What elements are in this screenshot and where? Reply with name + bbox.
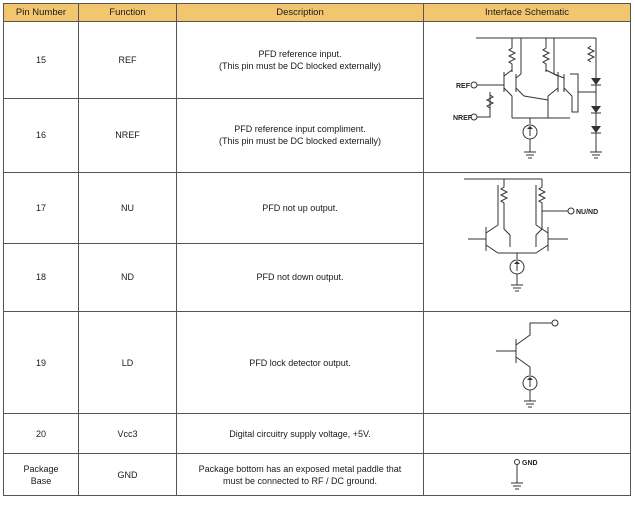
description-line: must be connected to RF / DC ground.: [222, 475, 378, 486]
description-cell: PFD reference input compliment. (This pi…: [176, 97, 424, 173]
function-cell: LD: [78, 311, 177, 414]
pin-number-cell: Package Base: [3, 453, 79, 496]
table-header-row: Pin Number Function Description Interfac…: [3, 3, 631, 22]
gnd-schematic-icon: GND: [511, 458, 538, 489]
description-line: Package bottom has an exposed metal padd…: [198, 463, 402, 474]
nu-nd-schematic-icon: NU/ND: [464, 178, 598, 292]
nref-label: NREF: [453, 115, 473, 122]
description-cell: PFD not up output.: [176, 172, 424, 244]
function-cell: ND: [78, 242, 177, 312]
description-line: PFD reference input compliment.: [234, 124, 366, 135]
function-cell: REF: [78, 21, 177, 99]
table-row: Package Base GND Package bottom has an e…: [3, 453, 631, 496]
description-line: Digital circuitry supply voltage, +5V.: [229, 428, 371, 439]
header-description: Description: [176, 3, 424, 22]
schematic-cell-nu-nd: NU/ND: [423, 172, 631, 312]
function-cell: NU: [78, 172, 177, 244]
description-cell: PFD reference input. (This pin must be D…: [176, 21, 424, 99]
function-cell: Vcc3: [78, 413, 177, 454]
schematic-cell-vcc3: [423, 413, 631, 454]
pin-number-cell: 15: [3, 21, 79, 99]
ld-schematic-icon: [496, 319, 559, 407]
description-cell: PFD lock detector output.: [176, 311, 424, 414]
schematic-cell-ld: [423, 311, 631, 414]
schematic-cell-ref-nref: REF NREF: [423, 21, 631, 173]
ref-label: REF: [456, 83, 471, 90]
description-line: (This pin must be DC blocked externally): [218, 136, 382, 147]
table-row: 15 REF PFD reference input. (This pin mu…: [3, 21, 631, 173]
description-line: PFD reference input.: [258, 48, 342, 59]
header-pin-number: Pin Number: [3, 3, 79, 22]
ref-nref-schematic-icon: REF NREF: [453, 37, 602, 159]
table-row: 17 NU PFD not up output. NU/ND: [3, 172, 631, 312]
description-line: PFD not up output.: [262, 202, 338, 213]
description-line: (This pin must be DC blocked externally): [218, 60, 382, 71]
description-cell: Digital circuitry supply voltage, +5V.: [176, 413, 424, 454]
table-row: 18 ND PFD not down output.: [3, 242, 631, 312]
header-interface-schematic: Interface Schematic: [423, 3, 631, 22]
function-cell: NREF: [78, 97, 177, 173]
table-row: 16 NREF PFD reference input compliment. …: [3, 97, 631, 173]
schematic-cell-gnd: GND: [423, 453, 631, 496]
nu-nd-label: NU/ND: [576, 209, 598, 216]
gnd-label: GND: [522, 460, 538, 467]
pin-number-cell: 16: [3, 97, 79, 173]
table-row: 20 Vcc3 Digital circuitry supply voltage…: [3, 413, 631, 454]
pin-number-cell: 20: [3, 413, 79, 454]
description-cell: Package bottom has an exposed metal padd…: [176, 453, 424, 496]
function-cell: GND: [78, 453, 177, 496]
pin-number-cell: 19: [3, 311, 79, 414]
pin-number-cell: 17: [3, 172, 79, 244]
header-function: Function: [78, 3, 177, 22]
description-cell: PFD not down output.: [176, 242, 424, 312]
description-line: PFD not down output.: [256, 272, 344, 283]
pin-description-table: Pin Number Function Description Interfac…: [3, 3, 631, 496]
pin-number-cell: 18: [3, 242, 79, 312]
table-row: 19 LD PFD lock detector output.: [3, 311, 631, 414]
description-line: PFD lock detector output.: [249, 357, 351, 368]
